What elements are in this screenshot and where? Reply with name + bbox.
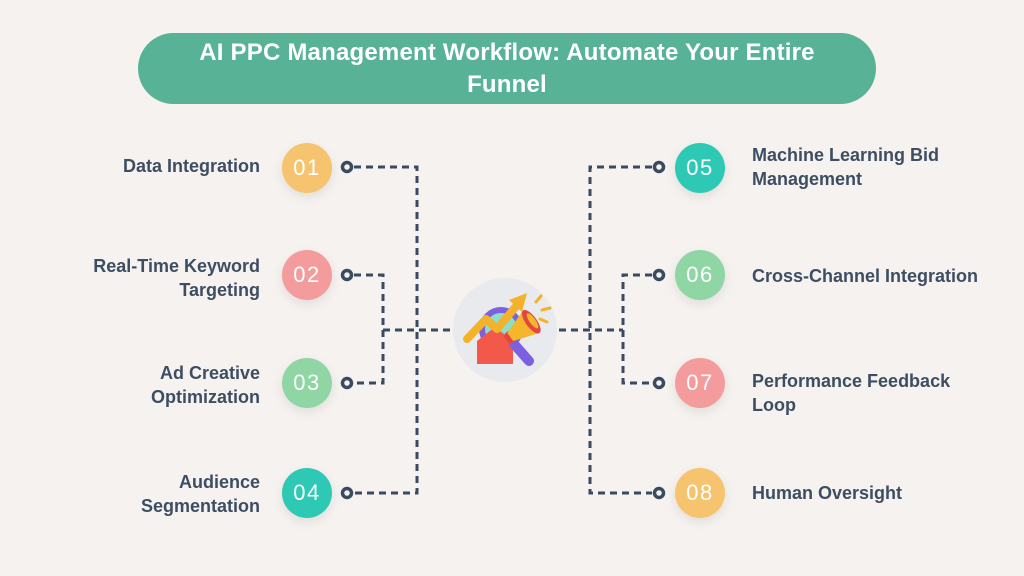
- step-number-badge-08: 08: [675, 468, 725, 518]
- step-label-ml-bid-management: Machine Learning Bid Management: [752, 145, 940, 189]
- page-title: AI PPC Management Workflow: Automate You…: [199, 38, 815, 98]
- step-label-performance-feedback: Performance Feedback Loop: [752, 371, 951, 415]
- step-number-badge-04: 04: [282, 468, 332, 518]
- step-number-badge-07: 07: [675, 358, 725, 408]
- step-label-cross-channel: Cross-Channel Integration: [752, 266, 979, 286]
- title-banner: AI PPC Management Workflow: Automate You…: [138, 33, 876, 104]
- step-label-human-oversight: Human Oversight: [752, 483, 903, 503]
- ppc-analytics-3d-icon: [453, 278, 557, 382]
- center-icon: [450, 275, 560, 385]
- step-label-ad-creative: Ad Creative Optimization: [151, 363, 260, 407]
- step-number-badge-03: 03: [282, 358, 332, 408]
- step-label-keyword-targeting: Real-Time Keyword Targeting: [93, 256, 260, 300]
- step-label-data-integration: Data Integration: [122, 156, 260, 176]
- step-label-audience-segmentation: Audience Segmentation: [140, 472, 260, 516]
- step-number-badge-02: 02: [282, 250, 332, 300]
- step-number-badge-01: 01: [282, 143, 332, 193]
- step-number-badge-05: 05: [675, 143, 725, 193]
- step-number-badge-06: 06: [675, 250, 725, 300]
